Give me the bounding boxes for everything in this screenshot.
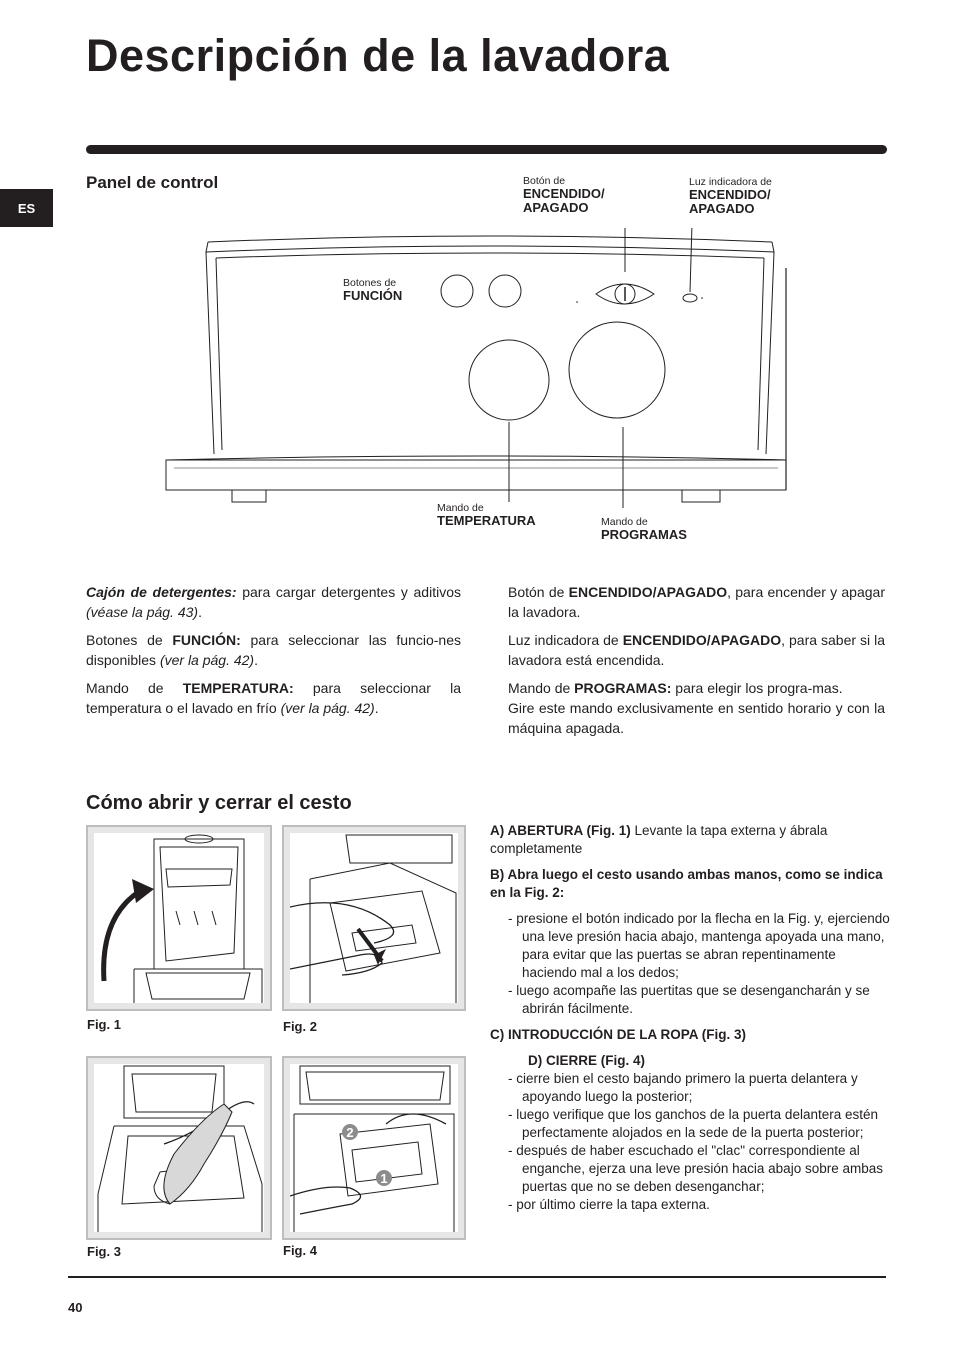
fig2-illustration — [289, 834, 457, 1003]
step-a: A) ABERTURA (Fig. 1) Levante la tapa ext… — [490, 823, 828, 856]
step-marker-1: 1 — [376, 1170, 392, 1186]
figure-2 — [282, 825, 466, 1011]
figure-3 — [86, 1056, 272, 1240]
fig3-illustration — [97, 1065, 263, 1232]
power-light-label: Luz indicadora de ENCENDIDO/ APAGADO — [689, 176, 772, 216]
step-marker-2: 2 — [342, 1124, 358, 1140]
programs-knob-desc: Mando de PROGRAMAS: para elegir los prog… — [508, 680, 843, 696]
fig4-illustration: 2 1 — [289, 1065, 455, 1232]
step-b: B) Abra luego el cesto usando ambas mano… — [490, 867, 883, 900]
step-d-item: - luego verifique que los ganchos de la … — [508, 1107, 879, 1140]
fig2-label: Fig. 2 — [283, 1019, 317, 1034]
fig3-label: Fig. 3 — [87, 1244, 121, 1259]
power-light-desc: Luz indicadora de ENCENDIDO/APAGADO, par… — [508, 632, 885, 668]
step-d-item: - después de haber escuchado el "clac" c… — [508, 1143, 883, 1194]
temperature-knob-label: Mando de TEMPERATURA — [437, 502, 536, 528]
temperature-knob-desc: Mando de TEMPERATURA: para seleccionar l… — [86, 680, 461, 716]
step-d-item: - por último cierre la tapa externa. — [508, 1197, 710, 1212]
function-buttons-label: Botones de FUNCIÓN — [343, 277, 403, 303]
step-d: D) CIERRE (Fig. 4) — [528, 1053, 645, 1068]
control-panel-heading: Panel de control — [86, 173, 219, 192]
svg-text:1: 1 — [380, 1171, 387, 1186]
function-button-1 — [440, 274, 474, 308]
programs-knob — [568, 321, 666, 419]
description-left-column: Cajón de detergentes: para cargar deterg… — [86, 582, 461, 726]
step-b-item: - luego acompañe las puertitas que se de… — [508, 983, 870, 1016]
step-d-item: - cierre bien el cesto bajando primero l… — [508, 1071, 858, 1104]
power-button-desc: Botón de ENCENDIDO/APAGADO, para encende… — [508, 584, 885, 620]
page-number: 40 — [68, 1300, 83, 1315]
power-button-label: Botón de ENCENDIDO/ APAGADO — [523, 175, 605, 215]
fig1-illustration — [101, 834, 263, 1003]
figure-1 — [86, 825, 272, 1011]
function-buttons-desc: Botones de FUNCIÓN: para seleccionar las… — [86, 632, 461, 668]
page-title: Descripción de la lavadora — [86, 30, 670, 81]
description-right-column: Botón de ENCENDIDO/APAGADO, para encende… — [508, 582, 885, 746]
basket-heading: Cómo abrir y cerrar el cesto — [86, 792, 352, 814]
detergent-drawer-desc: Cajón de detergentes: para cargar deterg… — [86, 584, 461, 620]
step-b-item: - presione el botón indicado por la flec… — [508, 911, 890, 980]
title-divider — [86, 145, 887, 154]
control-panel-drawing — [165, 228, 787, 508]
language-tab: ES — [0, 189, 53, 227]
basket-instructions: A) ABERTURA (Fig. 1) Levante la tapa ext… — [490, 822, 890, 1214]
programs-knob-note: Gire este mando exclusivamente en sentid… — [508, 700, 885, 736]
power-button — [595, 283, 655, 305]
programs-knob-label: Mando de PROGRAMAS — [601, 516, 687, 542]
fig4-label: Fig. 4 — [283, 1243, 317, 1258]
figure-4: 2 1 — [282, 1056, 466, 1240]
svg-text:2: 2 — [346, 1125, 353, 1140]
fig1-label: Fig. 1 — [87, 1017, 121, 1032]
temperature-knob — [468, 339, 550, 421]
step-c: C) INTRODUCCIÓN DE LA ROPA (Fig. 3) — [490, 1027, 746, 1042]
power-light — [682, 293, 698, 303]
footer-divider — [68, 1276, 886, 1278]
function-button-2 — [488, 274, 522, 308]
